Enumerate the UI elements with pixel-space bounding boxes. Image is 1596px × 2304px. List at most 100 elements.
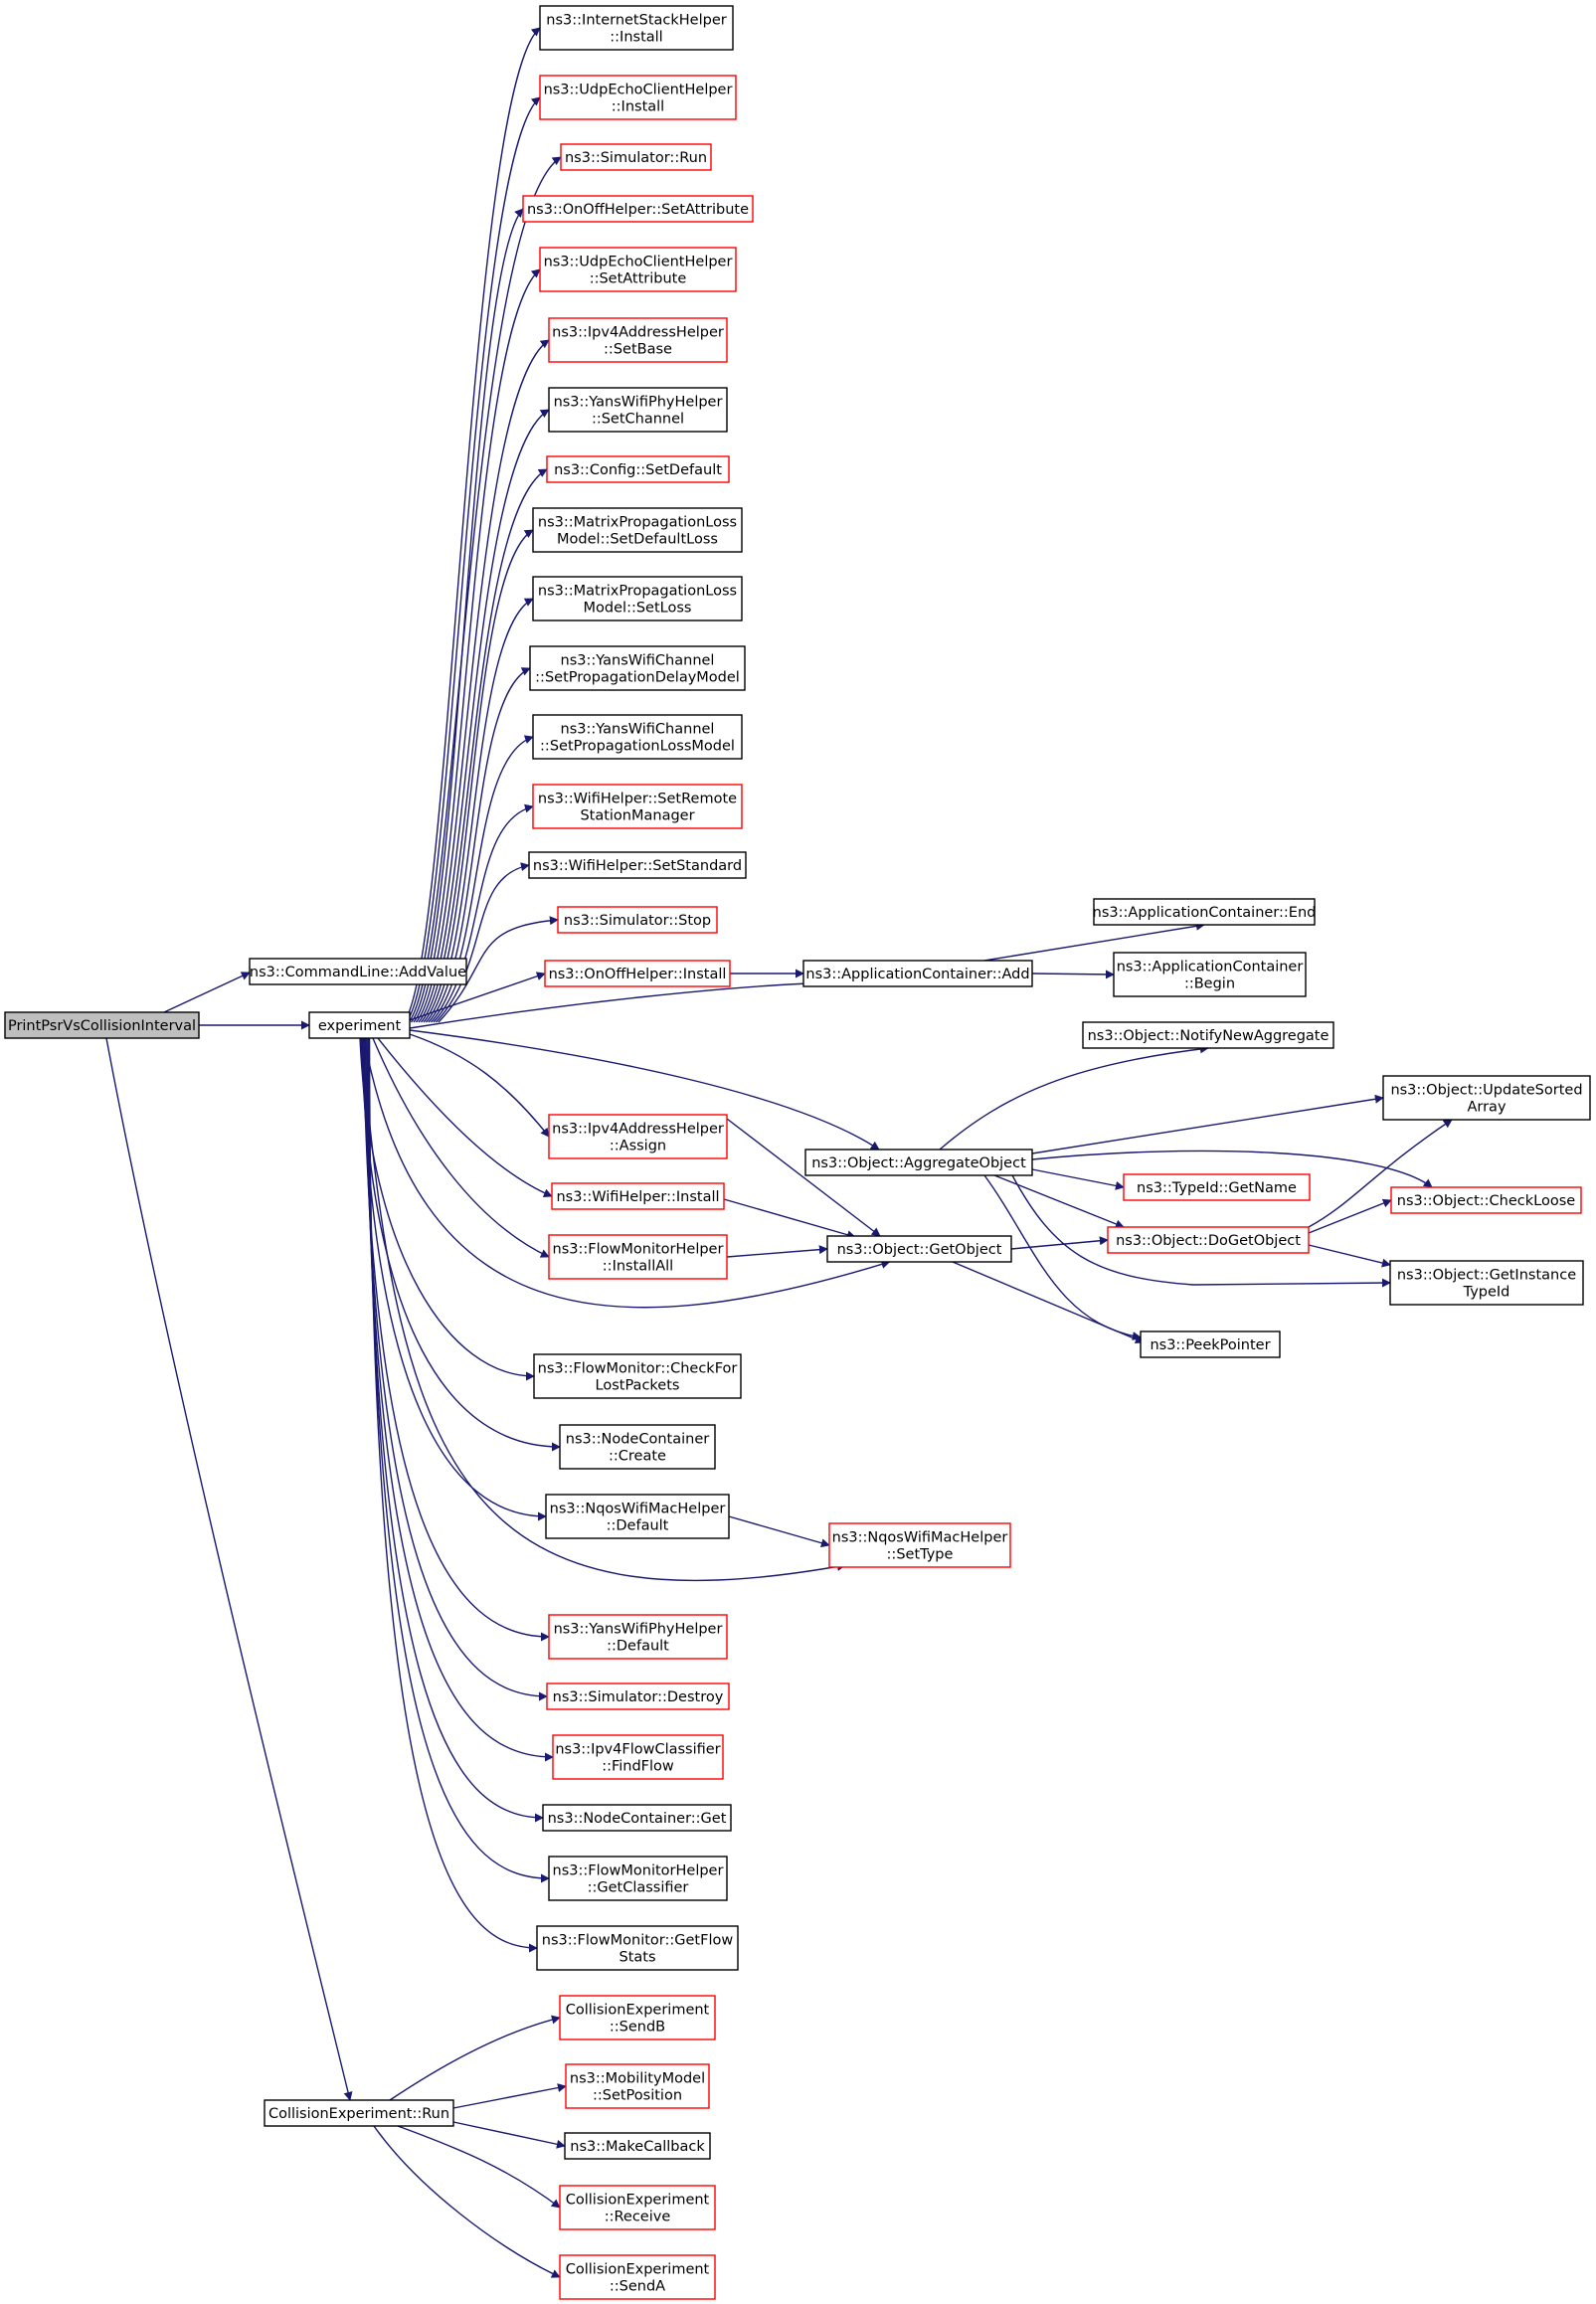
node-label: ::SendB bbox=[610, 2020, 665, 2036]
node-append[interactable]: ns3::ApplicationContainer::End bbox=[1093, 898, 1317, 926]
node-appbegin[interactable]: ns3::ApplicationContainer::Begin bbox=[1113, 952, 1307, 997]
node-label: ::GetClassifier bbox=[588, 1880, 689, 1896]
node-box bbox=[559, 1995, 716, 2040]
node-ipv4assign[interactable]: ns3::Ipv4AddressHelper::Assign bbox=[548, 1114, 728, 1159]
node-getobj[interactable]: ns3::Object::GetObject bbox=[826, 1235, 1012, 1263]
node-senda[interactable]: CollisionExperiment::SendA bbox=[559, 2254, 716, 2300]
node-receive[interactable]: CollisionExperiment::Receive bbox=[559, 2185, 716, 2230]
node-makecb[interactable]: ns3::MakeCallback bbox=[564, 2132, 711, 2160]
node-box bbox=[539, 247, 737, 292]
node-label: ns3::YansWifiChannel bbox=[561, 722, 715, 738]
node-box bbox=[532, 576, 743, 621]
node-dogetobj[interactable]: ns3::Object::DoGetObject bbox=[1107, 1226, 1310, 1254]
node-fmhinstall[interactable]: ns3::FlowMonitorHelper::InstallAll bbox=[548, 1234, 728, 1280]
node-mobpos[interactable]: ns3::MobilityModel::SetPosition bbox=[565, 2063, 710, 2109]
node-label: ns3::Object::GetObject bbox=[837, 1242, 1002, 1258]
node-label: ::Default bbox=[607, 1639, 669, 1655]
node-onoffinst[interactable]: ns3::OnOffHelper::Install bbox=[544, 960, 731, 987]
node-ipv4flow[interactable]: ns3::Ipv4FlowClassifier::FindFlow bbox=[552, 1734, 724, 1780]
node-ywcdelay[interactable]: ns3::YansWifiChannel::SetPropagationDela… bbox=[529, 645, 746, 691]
node-box bbox=[529, 645, 746, 691]
node-nqosdef[interactable]: ns3::NqosWifiMacHelper::Default bbox=[545, 1494, 730, 1539]
node-root[interactable]: PrintPsrVsCollisionInterval bbox=[4, 1011, 200, 1039]
node-simrun[interactable]: ns3::Simulator::Run bbox=[560, 143, 712, 171]
edge-aggobj-dogetobj bbox=[993, 1174, 1125, 1229]
node-label: experiment bbox=[318, 1018, 402, 1034]
node-box bbox=[1390, 1186, 1582, 1214]
edge-experiment-udpinst bbox=[405, 96, 541, 1023]
node-label: ::SetPropagationLossModel bbox=[540, 739, 735, 755]
node-label: ::Begin bbox=[1184, 976, 1235, 992]
node-nqostype[interactable]: ns3::NqosWifiMacHelper::SetType bbox=[828, 1522, 1011, 1568]
node-wifistd[interactable]: ns3::WifiHelper::SetStandard bbox=[528, 851, 747, 879]
node-getname[interactable]: ns3::TypeId::GetName bbox=[1123, 1173, 1311, 1201]
node-fmhclass[interactable]: ns3::FlowMonitorHelper::GetClassifier bbox=[548, 1856, 728, 1901]
edge-experiment-simstop bbox=[438, 916, 559, 1023]
node-checkloose[interactable]: ns3::Object::CheckLoose bbox=[1390, 1186, 1582, 1214]
node-simdestroy[interactable]: ns3::Simulator::Destroy bbox=[546, 1683, 730, 1710]
node-onoffattr[interactable]: ns3::OnOffHelper::SetAttribute bbox=[522, 195, 754, 223]
node-label: ns3::NqosWifiMacHelper bbox=[832, 1530, 1008, 1546]
node-notify[interactable]: ns3::Object::NotifyNewAggregate bbox=[1082, 1021, 1334, 1049]
node-label: ns3::MakeCallback bbox=[570, 2139, 705, 2155]
edge-getobj-peek bbox=[952, 1261, 1145, 1343]
node-box bbox=[552, 1734, 724, 1780]
edge-experiment-ywcdelay bbox=[428, 667, 531, 1023]
node-cerun[interactable]: CollisionExperiment::Run bbox=[264, 2099, 454, 2127]
node-label: LostPackets bbox=[596, 1378, 680, 1394]
node-ncget[interactable]: ns3::NodeContainer::Get bbox=[542, 1804, 732, 1832]
node-ywcloss[interactable]: ns3::YansWifiChannel::SetPropagationLoss… bbox=[532, 714, 743, 760]
edge-experiment-wifiremote bbox=[433, 803, 534, 1023]
edge-experiment-fmstats bbox=[368, 1037, 538, 1953]
node-ipv4base[interactable]: ns3::Ipv4AddressHelper::SetBase bbox=[548, 317, 728, 363]
node-yanschan[interactable]: ns3::YansWifiPhyHelper::SetChannel bbox=[548, 387, 728, 433]
node-wifiinst[interactable]: ns3::WifiHelper::Install bbox=[551, 1182, 725, 1210]
edge-dogetobj-getinst bbox=[1308, 1244, 1391, 1268]
edge-getobj-dogetobj bbox=[1010, 1236, 1109, 1250]
node-box bbox=[560, 143, 712, 171]
node-label: ns3::TypeId::GetName bbox=[1137, 1180, 1297, 1196]
edge-experiment-yanspdef bbox=[362, 1037, 550, 1642]
node-experiment[interactable]: experiment bbox=[308, 1011, 411, 1039]
edge-aggobj-getinst bbox=[1011, 1174, 1391, 1288]
node-appadd[interactable]: ns3::ApplicationContainer::Add bbox=[802, 960, 1033, 987]
node-box bbox=[1082, 1021, 1334, 1049]
node-label: ns3::Ipv4AddressHelper bbox=[552, 1122, 724, 1138]
node-addvalue[interactable]: ns3::CommandLine::AddValue bbox=[249, 958, 467, 985]
node-label: ::Assign bbox=[610, 1139, 666, 1154]
node-mpldef[interactable]: ns3::MatrixPropagationLossModel::SetDefa… bbox=[532, 507, 743, 553]
node-simstop[interactable]: ns3::Simulator::Stop bbox=[557, 906, 718, 934]
node-udpattr[interactable]: ns3::UdpEchoClientHelper::SetAttribute bbox=[539, 247, 737, 292]
edge-experiment-ncget bbox=[366, 1037, 544, 1823]
node-cfgdef[interactable]: ns3::Config::SetDefault bbox=[546, 455, 730, 483]
node-label: ns3::YansWifiPhyHelper bbox=[554, 395, 723, 411]
node-box bbox=[539, 5, 734, 51]
node-nccreate[interactable]: ns3::NodeContainer::Create bbox=[559, 1424, 716, 1470]
node-udpinst[interactable]: ns3::UdpEchoClientHelper::Install bbox=[539, 75, 737, 120]
edge-dogetobj-updsort bbox=[1308, 1119, 1453, 1228]
edge-cerun-sendb bbox=[389, 2015, 561, 2101]
node-peek[interactable]: ns3::PeekPointer bbox=[1140, 1330, 1281, 1358]
node-inet[interactable]: ns3::InternetStackHelper::Install bbox=[539, 5, 734, 51]
edge-experiment-wifiinst bbox=[377, 1037, 553, 1198]
node-sendb[interactable]: CollisionExperiment::SendB bbox=[559, 1995, 716, 2040]
node-box bbox=[1382, 1075, 1591, 1121]
node-label: ::Install bbox=[610, 30, 662, 46]
edge-experiment-wifistd bbox=[435, 862, 530, 1023]
node-box bbox=[1113, 952, 1307, 997]
edge-nqosdef-nqostype bbox=[728, 1515, 830, 1548]
node-yanspdef[interactable]: ns3::YansWifiPhyHelper::Default bbox=[548, 1614, 728, 1660]
node-box bbox=[545, 1494, 730, 1539]
node-label: ns3::MatrixPropagationLoss bbox=[538, 515, 737, 531]
node-aggobj[interactable]: ns3::Object::AggregateObject bbox=[804, 1149, 1033, 1176]
node-box bbox=[828, 1522, 1011, 1568]
edge-appadd-append bbox=[983, 921, 1205, 962]
node-box bbox=[559, 1424, 716, 1470]
